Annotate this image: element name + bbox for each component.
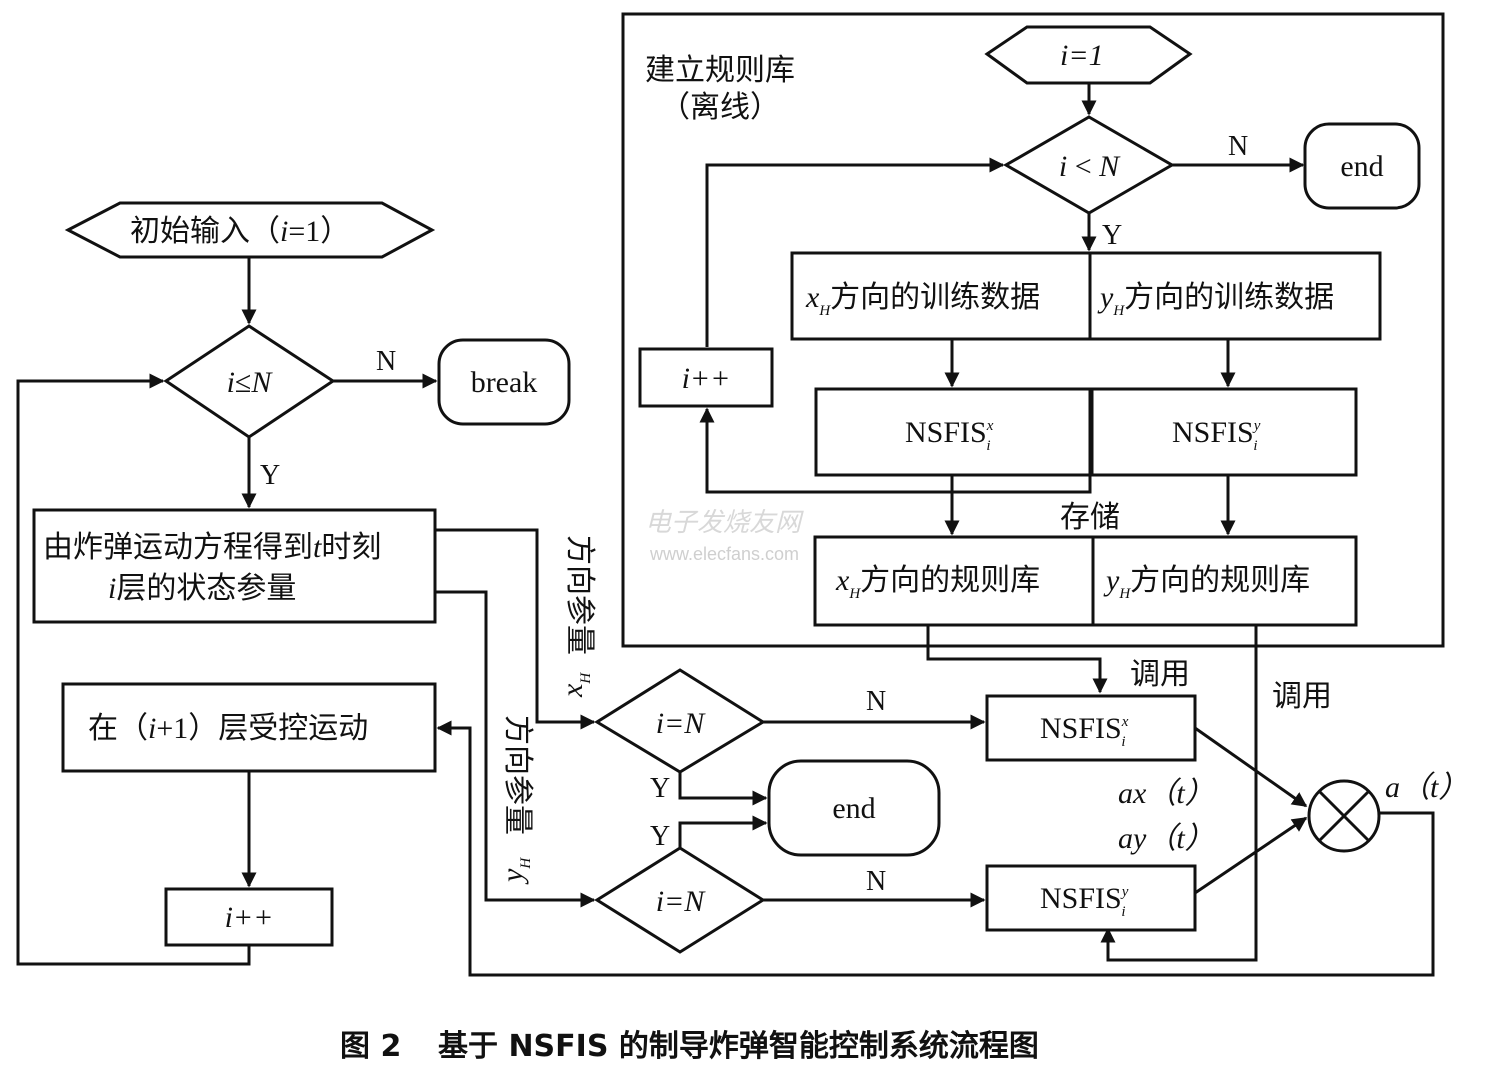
- check-y-node[interactable]: [594, 846, 766, 954]
- rule-base-y-box[interactable]: [1091, 535, 1358, 627]
- call-label-y: 调用: [1272, 679, 1332, 714]
- check-x-no-label: N: [866, 686, 886, 717]
- arrow-increment-to-decision: [705, 157, 1005, 347]
- offline-nsfis-x-box[interactable]: [814, 387, 1094, 477]
- ax-label: ax（t）: [1118, 777, 1215, 810]
- controlled-motion-box[interactable]: [61, 682, 437, 773]
- check-x-yes-label: Y: [650, 773, 670, 804]
- watermark-url: www.elecfans.com: [649, 544, 799, 564]
- offline-group-subtitle: （离线）: [660, 90, 780, 125]
- break-node[interactable]: [437, 338, 571, 426]
- y-param-label: 方向参量: [500, 715, 535, 835]
- y-param-var: yH: [496, 857, 534, 885]
- offline-start-node[interactable]: [984, 25, 1193, 85]
- offline-end-node[interactable]: [1303, 122, 1421, 210]
- training-data-x-label: xH方向的训练数据: [805, 280, 1040, 319]
- rule-base-x-label: xH方向的规则库: [835, 563, 1040, 602]
- caption-figure-number: 图 2: [340, 1029, 401, 1064]
- break-label: break: [471, 366, 538, 399]
- offline-increment-label: i++: [682, 362, 731, 395]
- online-start-node[interactable]: [64, 201, 436, 259]
- arrow-nsfis-y-to-multiplier: [1194, 816, 1308, 895]
- rule-base-y-label: yH方向的规则库: [1103, 563, 1310, 602]
- offline-group-frame: [621, 12, 1445, 648]
- offline-no-label: N: [1228, 131, 1248, 162]
- arrow-state-to-check-y: [435, 590, 596, 908]
- arrow-check-y-to-end: [678, 815, 768, 848]
- online-increment-label: i++: [225, 901, 274, 934]
- multiplier-icon: [1307, 779, 1381, 853]
- training-data-y-box[interactable]: [1088, 251, 1382, 341]
- online-end-label: end: [832, 792, 875, 825]
- check-y-label: i=N: [656, 885, 707, 918]
- arrow-increment-to-check: [16, 373, 251, 966]
- online-decision-label: i≤N: [227, 366, 274, 399]
- online-nsfis-y-box[interactable]: [985, 864, 1197, 932]
- check-y-yes-label: Y: [650, 821, 670, 852]
- arrow-nsfis-to-increment: [699, 389, 1092, 494]
- offline-start-label: i=1: [1060, 39, 1104, 72]
- online-yes-label: Y: [260, 460, 280, 491]
- ay-label: ay（t）: [1118, 822, 1215, 855]
- online-no-label: N: [376, 346, 396, 377]
- caption-text: 基于 NSFIS 的制导炸弹智能控制系统流程图: [438, 1029, 1039, 1064]
- offline-nsfis-y-box[interactable]: [1090, 387, 1358, 477]
- x-param-label: 方向参量: [562, 535, 597, 655]
- arrow-nsfis-x-to-multiplier: [1194, 726, 1308, 808]
- state-params-box[interactable]: [32, 508, 437, 624]
- rule-base-x-box[interactable]: [813, 535, 1095, 627]
- call-label-x: 调用: [1130, 657, 1190, 692]
- training-data-x-box[interactable]: [790, 251, 1092, 341]
- a-label: a（t）: [1385, 771, 1468, 804]
- watermark-cn: 电子发烧友网: [645, 508, 804, 538]
- offline-end-label: end: [1340, 150, 1383, 183]
- arrow-output-to-motion: [436, 720, 1435, 977]
- offline-yes-label: Y: [1102, 220, 1122, 251]
- arrow-rule-x-to-nsfis-x: [926, 625, 1108, 694]
- check-y-no-label: N: [866, 866, 886, 897]
- online-end-node[interactable]: [767, 759, 941, 857]
- offline-decision-label: i < N: [1059, 150, 1121, 183]
- offline-group-title: 建立规则库: [645, 53, 795, 88]
- x-param-var: xH: [556, 672, 594, 698]
- arrow-state-to-check-x: [435, 528, 596, 730]
- training-data-y-label: yH方向的训练数据: [1097, 280, 1334, 319]
- controlled-motion-label: 在（i+1）层受控运动: [88, 711, 368, 746]
- online-increment-box[interactable]: [164, 887, 334, 947]
- arrow-check-x-to-end: [678, 772, 768, 806]
- arrow-rule-y-to-nsfis-y: [1100, 625, 1258, 962]
- offline-increment-box[interactable]: [638, 347, 774, 408]
- online-start-label: 初始输入（i=1）: [130, 214, 350, 249]
- store-label: 存储: [1060, 500, 1120, 535]
- state-params-line2: i层的状态参量: [108, 571, 296, 606]
- check-x-label: i=N: [656, 707, 707, 740]
- state-params-line1: 由炸弹运动方程得到t时刻: [43, 530, 381, 565]
